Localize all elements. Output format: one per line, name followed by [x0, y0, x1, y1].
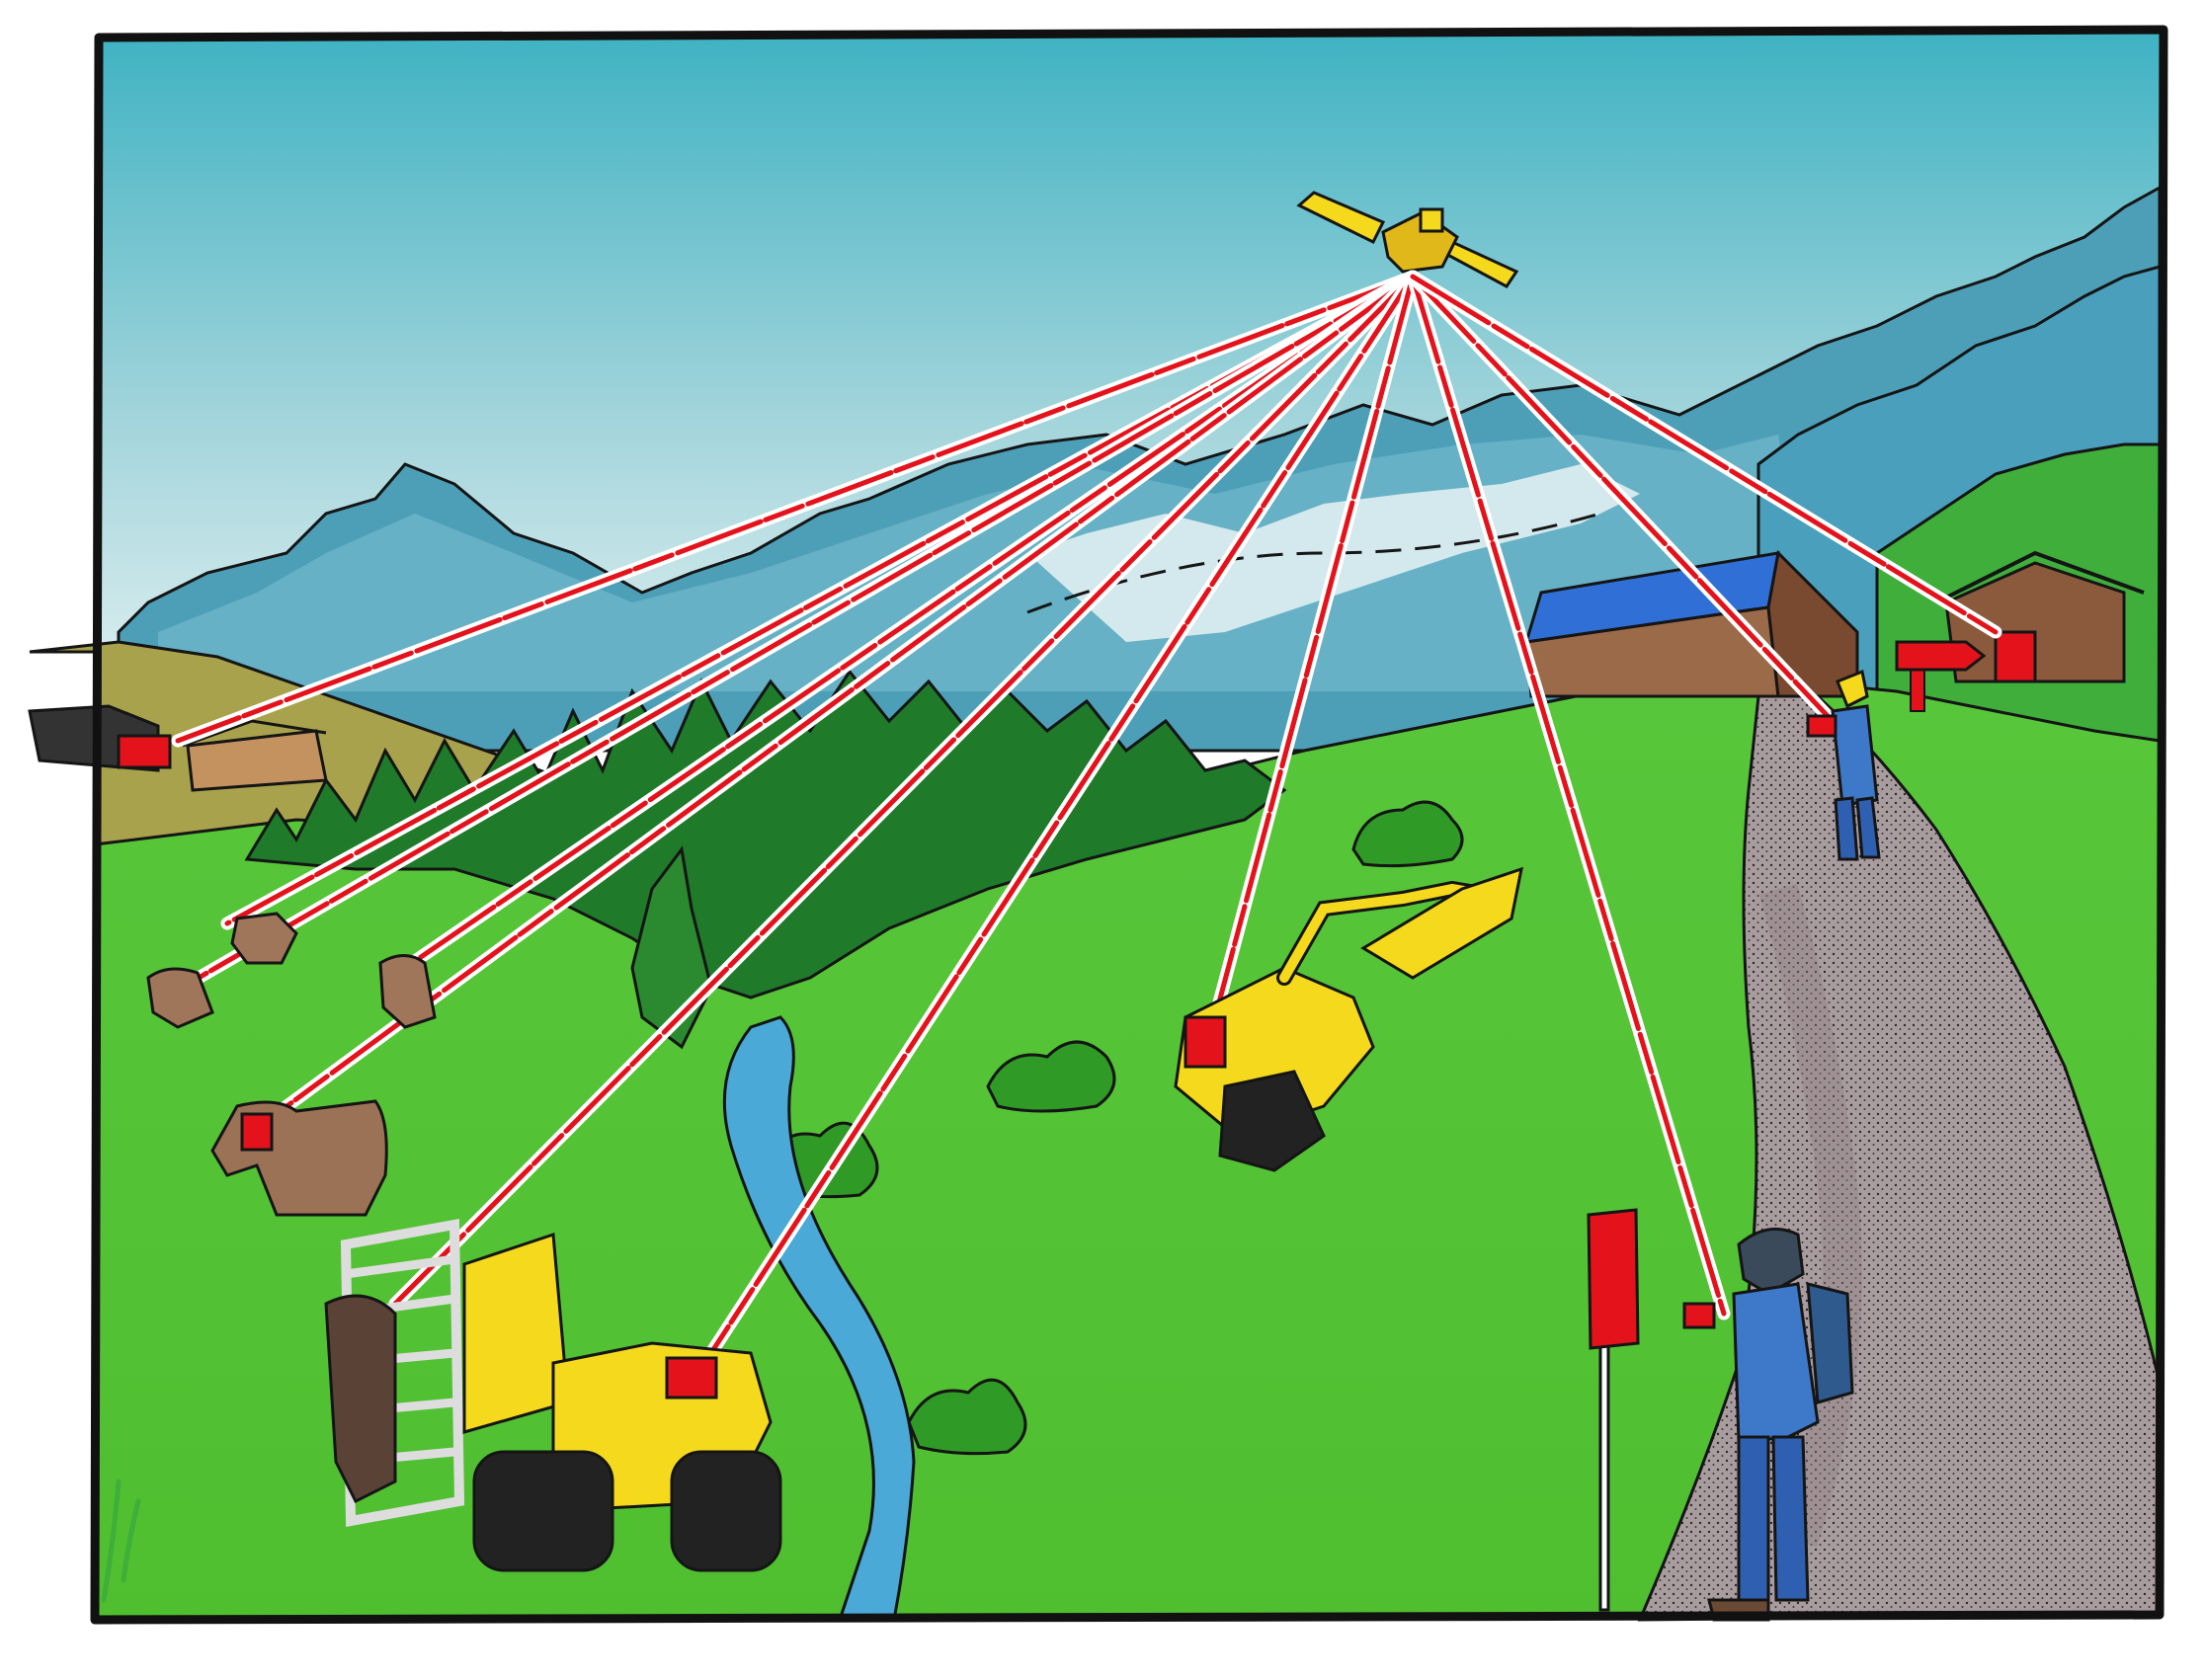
beam-9	[1410, 274, 1727, 1317]
satellite-icon	[1296, 191, 1519, 288]
beam-1	[175, 274, 1416, 744]
beam-8	[1212, 274, 1416, 1020]
signal-beams	[166, 270, 2002, 1375]
hand-drawn-frame	[90, 25, 2168, 1625]
mower-arm-icon	[1174, 866, 1523, 1172]
beam-10	[1410, 274, 1831, 719]
beam-5	[264, 274, 1416, 1124]
signpost-icon	[1587, 1208, 1640, 1612]
beam-7	[698, 274, 1416, 1371]
signpost-icon	[1895, 640, 1987, 712]
beam-3	[170, 274, 1416, 996]
tracked-vehicle-icon	[462, 1232, 782, 1572]
hiker-icon	[1806, 669, 1881, 861]
beam-6	[392, 274, 1416, 1307]
bushes	[769, 800, 1464, 1456]
barn-icon	[28, 549, 2145, 792]
beam-11	[1410, 274, 1999, 635]
beam-4	[402, 274, 1416, 971]
cow-icon	[146, 912, 437, 1217]
cattle-pen	[324, 1219, 465, 1527]
artist-signature	[101, 1479, 141, 1603]
